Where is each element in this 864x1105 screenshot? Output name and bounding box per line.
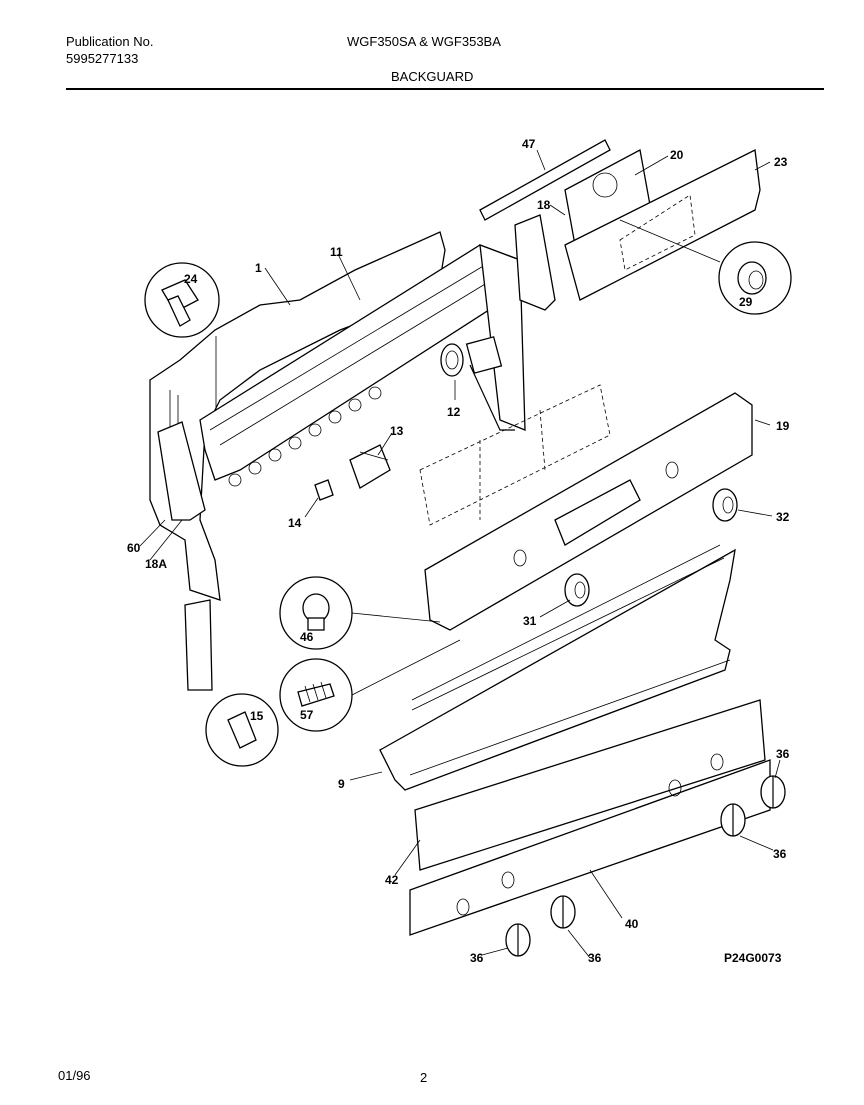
callout-36c: 36 xyxy=(470,951,484,965)
vent-trim-panel xyxy=(379,544,736,791)
detail-rocker-switch xyxy=(144,262,220,338)
circuit-board-outline xyxy=(419,384,611,526)
publication-number: 5995277133 xyxy=(66,51,139,66)
leader-lines xyxy=(139,149,781,959)
callout-31: 31 xyxy=(523,614,537,628)
manifold-panel xyxy=(409,699,771,936)
callout-36b: 36 xyxy=(773,847,787,861)
burner-knob-1 xyxy=(760,775,786,809)
callout-23: 23 xyxy=(774,155,788,169)
detail-clock-knob xyxy=(718,241,792,315)
callout-46: 46 xyxy=(300,630,314,644)
section-title: BACKGUARD xyxy=(391,69,474,84)
header-rule xyxy=(66,88,824,90)
burner-knob-4 xyxy=(505,923,531,957)
callout-57: 57 xyxy=(300,708,314,722)
trim-strip xyxy=(184,599,213,691)
callout-42: 42 xyxy=(385,873,399,887)
control-channel xyxy=(199,244,526,487)
switch-13 xyxy=(349,444,391,489)
callout-36a: 36 xyxy=(776,747,790,761)
callout-9: 9 xyxy=(338,777,345,791)
callout-36d: 36 xyxy=(588,951,602,965)
callout-40: 40 xyxy=(625,917,639,931)
callout-11: 11 xyxy=(330,245,343,259)
model-numbers: WGF350SA & WGF353BA xyxy=(347,34,501,49)
clock-assembly xyxy=(479,139,761,301)
detail-screw xyxy=(279,658,353,732)
figure-code: P24G0073 xyxy=(724,951,782,965)
burner-knob-2 xyxy=(720,803,746,837)
callout-14: 14 xyxy=(288,516,302,530)
side-bracket-left xyxy=(157,421,206,521)
burner-knob-3 xyxy=(550,895,576,929)
callout-20: 20 xyxy=(670,148,684,162)
callout-60: 60 xyxy=(127,541,141,555)
callout-32: 32 xyxy=(776,510,790,524)
detail-indicator-light xyxy=(279,576,353,650)
footer-date: 01/96 xyxy=(58,1068,91,1083)
knob-32 xyxy=(712,488,738,522)
callout-19: 19 xyxy=(776,419,790,433)
switch-14 xyxy=(314,479,334,501)
detail-clip xyxy=(205,693,279,767)
callout-12: 12 xyxy=(447,405,461,419)
callout-1: 1 xyxy=(255,261,262,275)
publication-label: Publication No. xyxy=(66,34,154,49)
page-number: 2 xyxy=(420,1070,428,1085)
knob-31 xyxy=(564,573,590,607)
callout-15: 15 xyxy=(250,709,264,723)
callout-13: 13 xyxy=(390,424,404,438)
control-panel xyxy=(424,392,753,631)
side-bracket-right xyxy=(514,214,556,311)
callout-18: 18 xyxy=(537,198,551,212)
callout-18a: 18A xyxy=(145,557,167,571)
callout-labels: 1 11 12 13 14 15 18 18A 19 20 23 24 29 3… xyxy=(127,137,790,965)
callout-29: 29 xyxy=(739,295,753,309)
callout-24: 24 xyxy=(184,272,198,286)
thermostat xyxy=(440,336,515,431)
callout-47: 47 xyxy=(522,137,536,151)
